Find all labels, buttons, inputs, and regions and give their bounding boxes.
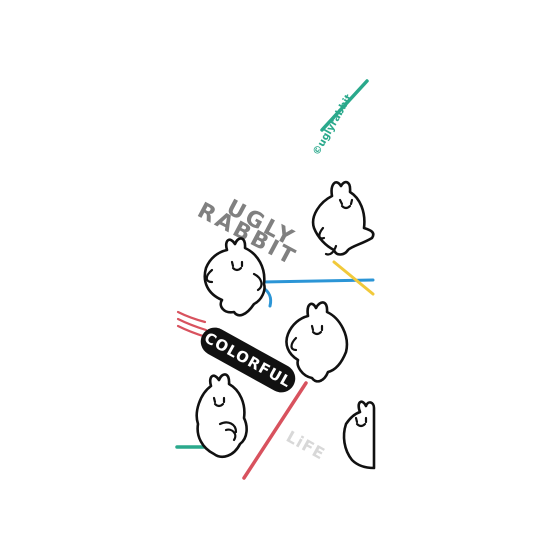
rabbit-icon [285,301,349,383]
rabbit-icon [311,180,375,256]
red-line [242,381,308,480]
rabbit-icon [203,237,266,317]
copyright-text: ©uglyrabbit [311,93,355,158]
rabbit-icon [195,373,248,458]
life-text: LiFE [283,427,329,464]
teal-stripe [320,79,369,132]
rabbit-icon [342,400,376,470]
yellow-line [332,260,375,296]
red-scribble [176,310,208,339]
